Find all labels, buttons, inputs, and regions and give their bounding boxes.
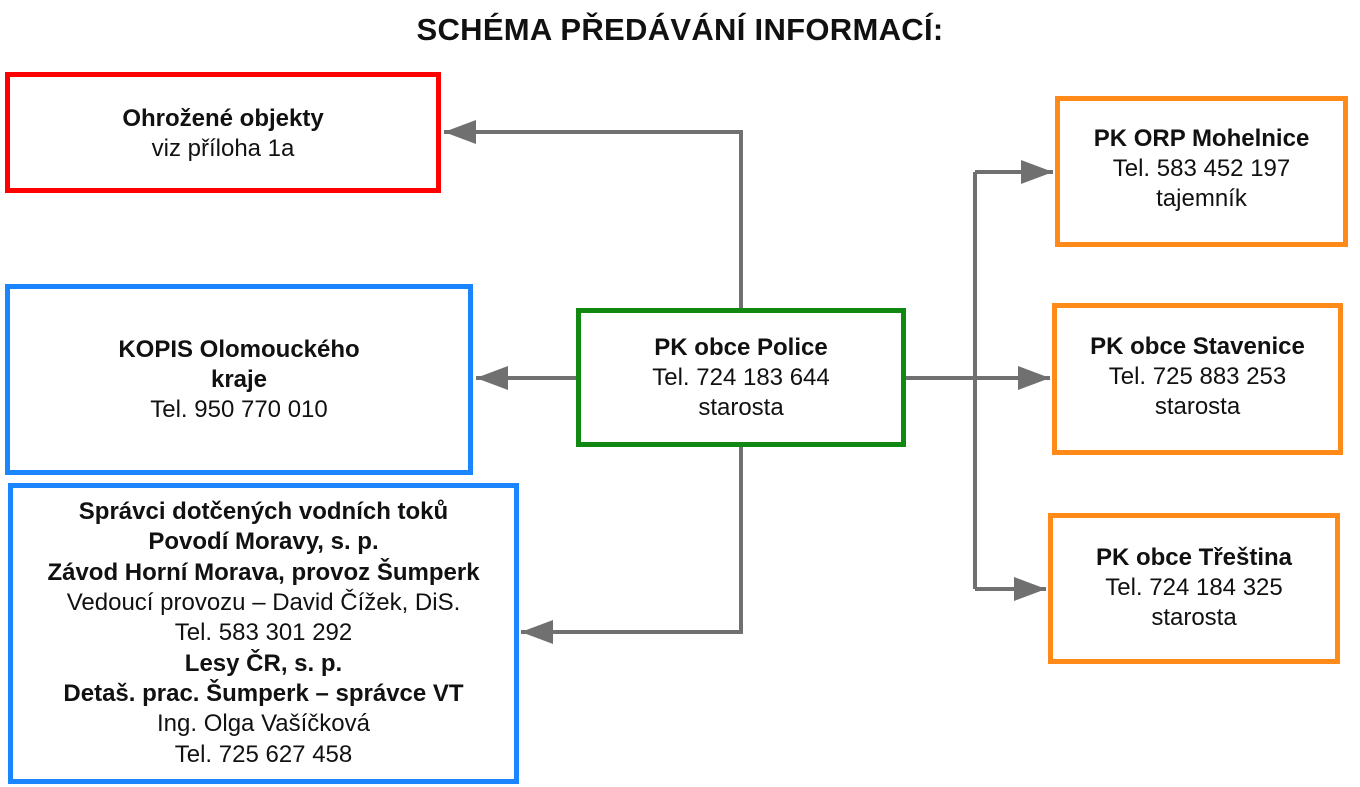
kopis-name-line1: KOPIS Olomouckého <box>118 335 360 363</box>
threatened-objects-name: Ohrožené objekty <box>122 105 324 132</box>
police-name: PK obce Police <box>654 333 828 361</box>
water-managers-box: Správci dotčených vodních toků Povodí Mo… <box>8 483 519 784</box>
orp-role: tajemník <box>1156 185 1247 212</box>
stavenice-name: PK obce Stavenice <box>1090 333 1305 360</box>
threatened-objects-note: viz příloha 1a <box>151 135 295 162</box>
water-org2-name: Lesy ČR, s. p. <box>184 649 343 677</box>
water-org1-name: Povodí Moravy, s. p. <box>148 528 379 556</box>
kopis-box: KOPIS Olomouckého kraje Tel. 950 770 010 <box>5 284 473 475</box>
stavenice-role: starosta <box>1154 393 1241 420</box>
water-org2-phone: Tel. 725 627 458 <box>174 740 353 768</box>
police-center-box: PK obce Police Tel. 724 183 644 starosta <box>576 308 906 447</box>
trestina-name: PK obce Třeština <box>1095 544 1293 571</box>
kopis-phone: Tel. 950 770 010 <box>150 395 328 423</box>
diagram-title: SCHÉMA PŘEDÁVÁNÍ INFORMACÍ: <box>416 12 944 47</box>
water-heading: Správci dotčených vodních toků <box>78 498 449 526</box>
arrow-to-threatened-objects <box>444 120 743 308</box>
water-org1-contact: Vedoucí provozu – David Čížek, DiS. <box>66 589 461 617</box>
orp-phone: Tel. 583 452 197 <box>1112 155 1291 182</box>
stavenice-phone: Tel. 725 883 253 <box>1108 363 1287 390</box>
trestina-role: starosta <box>1151 604 1237 631</box>
trestina-phone: Tel. 724 184 325 <box>1105 574 1283 601</box>
police-role: starosta <box>698 393 784 421</box>
trestina-box: PK obce Třeština Tel. 724 184 325 staros… <box>1048 513 1340 664</box>
water-org1-phone: Tel. 583 301 292 <box>174 619 353 647</box>
orp-name: PK ORP Mohelnice <box>1093 125 1310 152</box>
police-phone: Tel. 724 183 644 <box>652 363 830 391</box>
threatened-objects-box: Ohrožené objekty viz příloha 1a <box>5 72 441 193</box>
kopis-name-line2: kraje <box>210 365 268 393</box>
water-org2-contact: Ing. Olga Vašíčková <box>157 710 370 738</box>
orp-mohelnice-box: PK ORP Mohelnice Tel. 583 452 197 tajemn… <box>1055 96 1348 247</box>
water-org2-unit: Detaš. prac. Šumperk – správce VT <box>63 679 464 707</box>
stavenice-box: PK obce Stavenice Tel. 725 883 253 staro… <box>1052 303 1343 455</box>
water-org1-unit: Závod Horní Morava, provoz Šumperk <box>47 558 480 586</box>
arrow-to-water-managers <box>521 447 743 644</box>
